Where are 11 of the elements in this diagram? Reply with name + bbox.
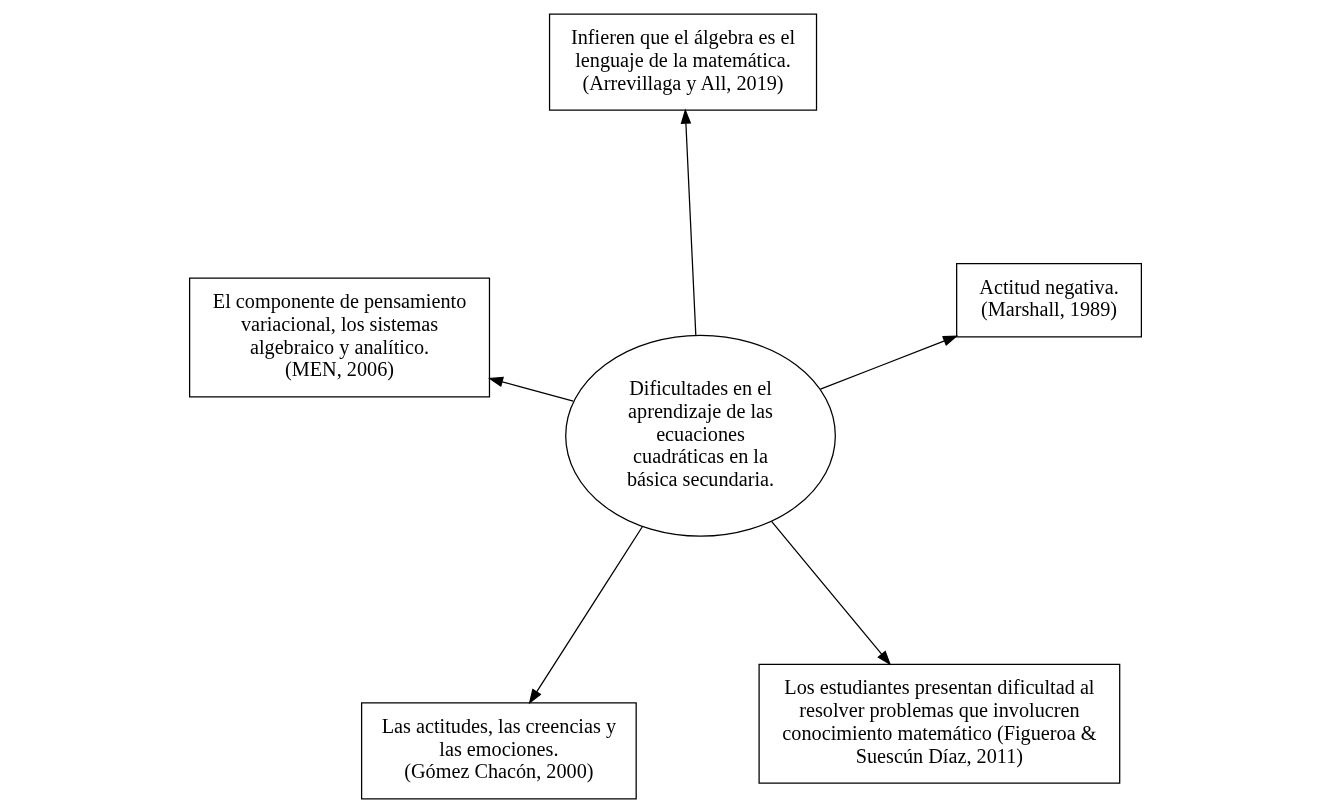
arrow xyxy=(819,335,958,390)
arrow xyxy=(770,520,891,666)
node-ellipse: Dificultades en el aprendizaje de las ecuaciones cuadráticas en la básica secundaria. xyxy=(564,334,836,537)
arrow xyxy=(487,376,574,402)
node-box: Los estudiantes presentan dificultad al resolver problemas que involucren conocimiento matemático (Figueroa & Suescún Díaz, 2011) xyxy=(757,663,1120,784)
node-box: Infieren que el álgebra es el lenguaje de la matemática. (Arrevillaga y All, 2019) xyxy=(548,12,817,111)
node-box: Las actitudes, las creencias y las emociones. (Gómez Chacón, 2000) xyxy=(360,701,637,800)
node-box: El componente de pensamiento variacional, los sistemas algebraico y analítico. (MEN, 2006) xyxy=(188,276,490,398)
arrow xyxy=(528,525,643,704)
arrow xyxy=(680,108,696,336)
node-box: Actitud negativa. (Marshall, 1989) xyxy=(955,262,1142,338)
